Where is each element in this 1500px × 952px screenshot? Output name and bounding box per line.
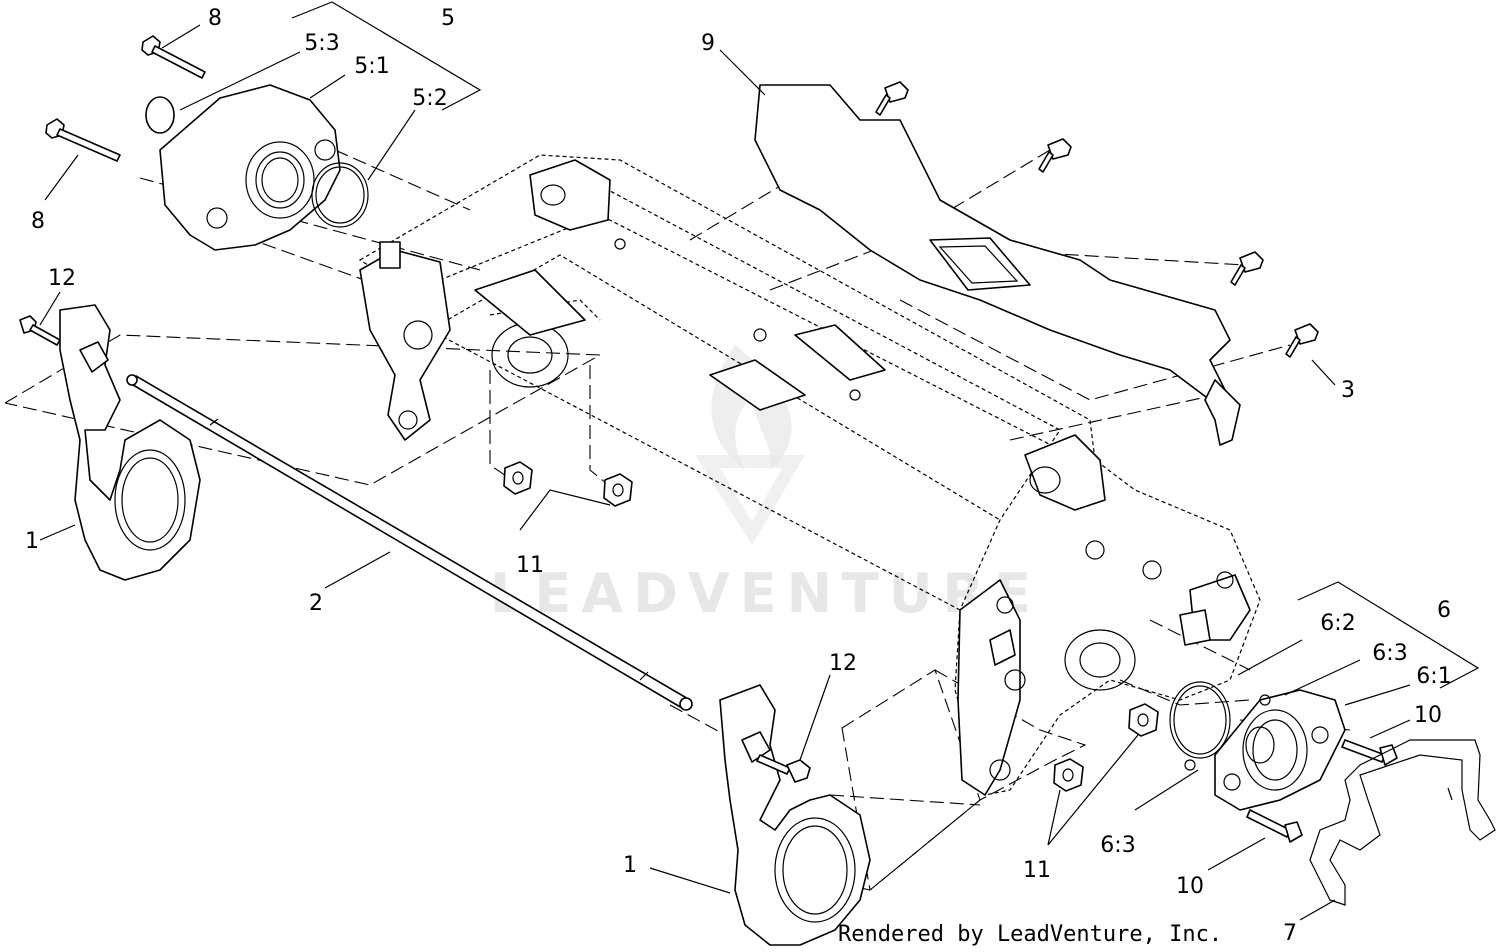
callout-label: 5:2 <box>412 86 447 111</box>
arm-lower <box>719 684 871 946</box>
callout-label: 5:1 <box>354 54 389 79</box>
leader-lines <box>39 24 1411 921</box>
watermark-v-icon <box>695 455 805 545</box>
shaft <box>126 374 693 711</box>
left-bearing-housing <box>145 84 369 251</box>
callout-label: 12 <box>829 651 857 676</box>
callout-label: 8 <box>208 6 222 31</box>
callout-label: 2 <box>309 591 323 616</box>
bracket-6 <box>1297 581 1480 689</box>
callout-label: 5 <box>441 6 455 31</box>
callout-label: 6:3 <box>1372 641 1407 666</box>
callout-label: 1 <box>25 529 39 554</box>
bolts-8 <box>45 35 206 162</box>
callout-label: 9 <box>701 31 715 56</box>
watermark-text: LEADVENTURE <box>490 562 1041 625</box>
assembly-guides <box>4 149 1351 892</box>
bolts-3 <box>875 81 1319 358</box>
callout-label: 6:1 <box>1416 664 1451 689</box>
bolt-12-upper <box>19 315 61 346</box>
callout-label: 3 <box>1341 378 1355 403</box>
callout-label: 10 <box>1176 874 1204 899</box>
callout-label: 11 <box>516 553 544 578</box>
callout-label: 6:3 <box>1100 833 1135 858</box>
bolt-12-lower <box>756 754 811 783</box>
bracket-5 <box>291 1 482 111</box>
watermark: LEADVENTURE <box>490 345 1041 625</box>
callout-label: 5:3 <box>304 31 339 56</box>
main-frame <box>358 154 1261 796</box>
callout-label: 1 <box>623 853 637 878</box>
callout-label: 7 <box>1283 921 1297 946</box>
arm-upper-left <box>59 304 201 581</box>
callout-label: 6:2 <box>1320 611 1355 636</box>
render-credit: Rendered by LeadVenture, Inc. <box>838 922 1222 947</box>
bolts-10 <box>1246 739 1398 843</box>
shield-plate <box>754 84 1241 446</box>
right-bearing-housing <box>1169 681 1346 811</box>
callout-label: 12 <box>48 266 76 291</box>
nuts-11-lower <box>1053 703 1159 792</box>
callout-label: 8 <box>31 209 45 234</box>
nuts-11-upper <box>503 461 633 507</box>
callout-label: 6 <box>1437 598 1451 623</box>
callout-label: 10 <box>1414 703 1442 728</box>
bent-rod <box>1309 739 1496 906</box>
callout-labels: 8 5 5:3 5:1 5:2 8 9 12 3 1 11 2 6 6:2 6:… <box>25 6 1452 946</box>
callout-label: 11 <box>1023 858 1051 883</box>
